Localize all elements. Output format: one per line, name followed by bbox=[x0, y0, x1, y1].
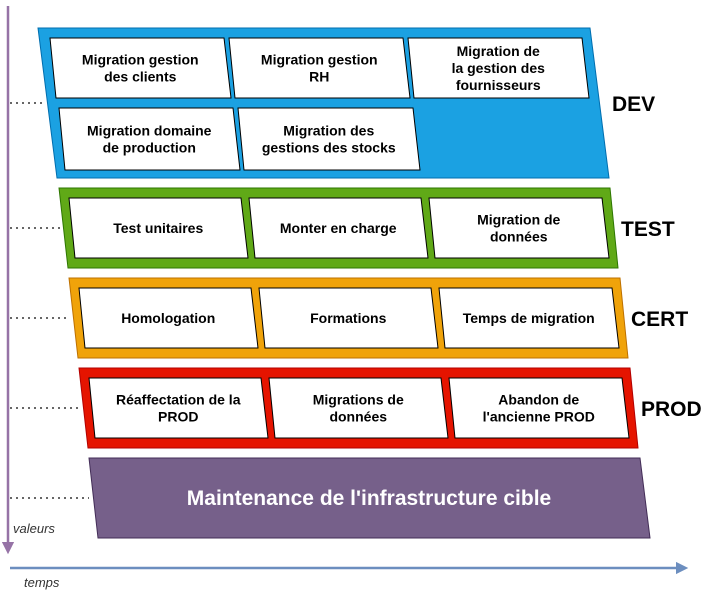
layer-test: Test unitaires Monter en charge Migration … bbox=[58, 187, 675, 269]
task-label-line: données bbox=[490, 229, 548, 245]
task-label-line: Monter en charge bbox=[280, 220, 397, 236]
task-label-line: Migration des bbox=[283, 123, 374, 139]
layer-cert: Homologation Formations Temps de migration… bbox=[68, 277, 688, 359]
test-task-box bbox=[428, 197, 610, 259]
cert-task-box bbox=[258, 287, 439, 349]
task-label-line: des clients bbox=[104, 69, 177, 85]
task-label-line: Migration de bbox=[477, 212, 560, 228]
prod-task-box bbox=[88, 377, 269, 439]
maintenance-band bbox=[88, 457, 651, 539]
dev-task-box bbox=[407, 37, 590, 99]
task-label-line: Test unitaires bbox=[113, 220, 203, 236]
cert-task-label: Homologation bbox=[121, 310, 215, 326]
task-label-line: Migration gestion bbox=[82, 52, 199, 68]
dev-task-box bbox=[228, 37, 411, 99]
cert-task-box bbox=[78, 287, 259, 349]
test-task-box bbox=[248, 197, 429, 259]
level-connectors bbox=[10, 102, 89, 499]
test-task-label: Monter en charge bbox=[280, 220, 397, 236]
prod-task-box bbox=[268, 377, 449, 439]
test-task-label: Test unitaires bbox=[113, 220, 203, 236]
cert-task-label: Temps de migration bbox=[463, 310, 595, 326]
task-label-line: l'ancienne PROD bbox=[483, 409, 595, 425]
task-label-line: fournisseurs bbox=[456, 77, 541, 93]
task-label-line: RH bbox=[309, 69, 329, 85]
cert-task-box bbox=[438, 287, 620, 349]
cert-task-label: Formations bbox=[310, 310, 386, 326]
task-label-line: PROD bbox=[158, 409, 198, 425]
dev-task-box bbox=[58, 107, 241, 171]
cert-env-label: CERT bbox=[631, 308, 688, 331]
task-label-line: données bbox=[329, 409, 387, 425]
task-label-line: Migration de bbox=[457, 43, 540, 59]
task-label-line: gestions des stocks bbox=[262, 140, 396, 156]
task-label-line: Formations bbox=[310, 310, 386, 326]
layer-maintenance: Maintenance de l'infrastructure cible bbox=[88, 457, 651, 539]
test-task-box bbox=[68, 197, 249, 259]
task-label-line: Réaffectation de la bbox=[116, 392, 241, 408]
dev-task-box bbox=[49, 37, 232, 99]
task-label-line: Temps de migration bbox=[463, 310, 595, 326]
task-label-line: Migration domaine bbox=[87, 123, 212, 139]
horizontal-axis-label: temps bbox=[24, 575, 60, 590]
task-label-line: Homologation bbox=[121, 310, 215, 326]
task-label-line: Abandon de bbox=[498, 392, 579, 408]
task-label-line: Migrations de bbox=[313, 392, 404, 408]
task-label-line: la gestion des bbox=[452, 60, 546, 76]
dev-task-box bbox=[237, 107, 421, 171]
prod-env-label: PROD bbox=[641, 398, 702, 421]
prod-task-box bbox=[448, 377, 630, 439]
test-env-label: TEST bbox=[621, 218, 675, 241]
vertical-axis-label: valeurs bbox=[13, 521, 55, 536]
task-label-line: de production bbox=[103, 140, 196, 156]
maintenance-label: Maintenance de l'infrastructure cible bbox=[187, 487, 551, 510]
task-label-line: Migration gestion bbox=[261, 52, 378, 68]
dev-env-label: DEV bbox=[612, 93, 655, 116]
